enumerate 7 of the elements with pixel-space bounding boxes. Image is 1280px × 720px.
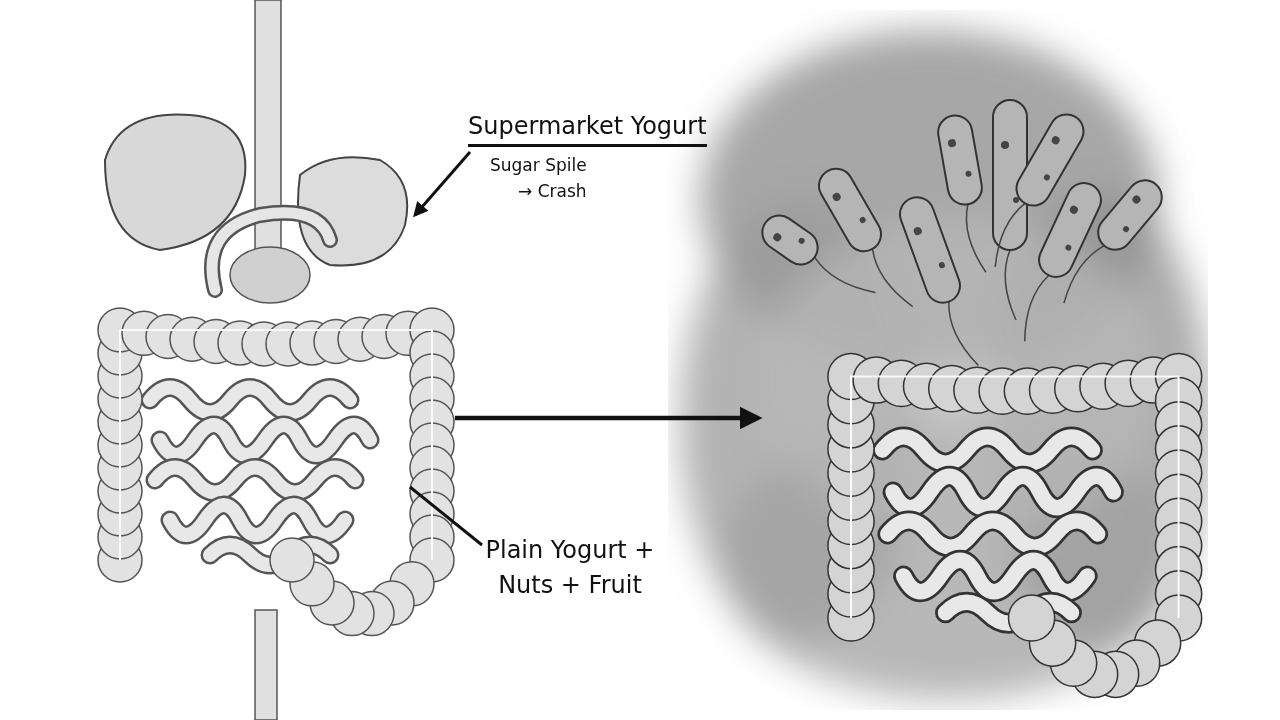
digestive-system-drawing [95,0,455,720]
arrow [455,406,763,430]
callout-note: Sugar Spile → Crash [490,154,588,203]
leader-line [409,485,483,547]
callout-title: Supermarket Yogurt [468,112,707,147]
arrow [413,151,472,218]
callout-label: Plain Yogurt + Nuts + Fruit [484,535,656,601]
